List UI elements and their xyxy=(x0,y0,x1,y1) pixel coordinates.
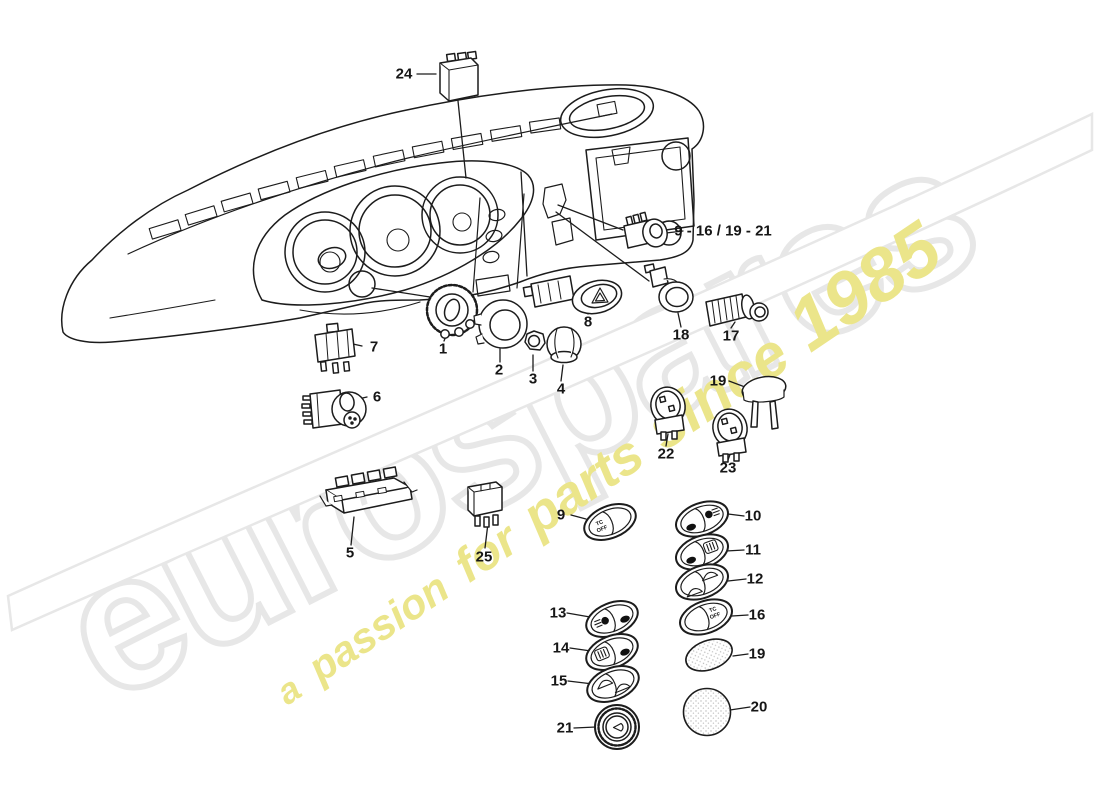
part-10-rear-fog-button xyxy=(670,493,734,545)
dot-icon xyxy=(620,615,630,623)
part-label-24: 24 xyxy=(395,65,413,83)
part-label-6: 6 xyxy=(372,388,382,406)
part-5-connector-block xyxy=(319,466,418,514)
part-18-socket-holder xyxy=(643,263,694,313)
part-20-blank-cover xyxy=(682,687,732,737)
part-label-17: 17 xyxy=(722,327,740,345)
dot-icon xyxy=(620,648,630,656)
part-25-relay xyxy=(467,481,503,528)
switch-hole xyxy=(348,270,376,298)
part-8-hazard-switch xyxy=(522,275,623,315)
part-17-cigarette-lighter xyxy=(705,293,769,327)
defroster-vent-slots xyxy=(148,117,562,240)
part-label-1: 1 xyxy=(438,340,448,358)
part-1-ignition-switch xyxy=(425,283,479,339)
part-4-knob xyxy=(546,326,582,364)
part-11-heated-window-button xyxy=(670,526,734,578)
part-label-9: 9 xyxy=(556,506,566,524)
part-label-5: 5 xyxy=(345,544,355,562)
part-3-nut xyxy=(524,330,546,351)
part-19-blank-cover xyxy=(685,638,733,672)
swoosh-band xyxy=(6,112,1094,632)
part-label-21: 21 xyxy=(556,719,574,737)
headlight-icon xyxy=(612,722,624,732)
part-label-14: 14 xyxy=(552,639,570,657)
part-label-11: 11 xyxy=(745,541,761,559)
part-7-relay xyxy=(314,322,356,374)
off-label: OFF xyxy=(596,524,609,534)
part-label-25: 25 xyxy=(475,548,493,566)
part-group-label: 9 - 16 / 19 - 21 xyxy=(674,222,772,240)
part-label-8: 8 xyxy=(583,313,593,331)
part-label-23: 23 xyxy=(719,459,737,477)
part-19-cap xyxy=(741,375,787,430)
part-9-tc-off-button: TC OFF xyxy=(577,496,643,548)
center-stack xyxy=(472,183,574,297)
dashboard-panel-drawing xyxy=(61,84,705,344)
part-label-19-top: 19 xyxy=(709,372,727,390)
part-label-3: 3 xyxy=(528,370,538,388)
part-label-18: 18 xyxy=(672,326,690,344)
hazard-triangle-icon xyxy=(591,287,609,304)
part-label-10: 10 xyxy=(744,507,762,525)
part-22-switch xyxy=(650,386,686,441)
switch-hole xyxy=(317,246,347,270)
part-13-front-fog-button xyxy=(579,593,645,645)
instrument-cluster xyxy=(252,160,535,315)
off-label: OFF xyxy=(709,611,722,621)
part-14-heated-window-button xyxy=(579,626,645,678)
part-group-switch xyxy=(623,211,668,249)
part-23-switch xyxy=(712,408,748,463)
part-label-19-bottom: 19 xyxy=(748,645,766,663)
part-label-2: 2 xyxy=(494,361,504,379)
part-label-12: 12 xyxy=(746,570,764,588)
part-label-7: 7 xyxy=(369,338,379,356)
part-21-headlight-knob xyxy=(594,704,640,750)
dot-icon xyxy=(686,556,696,564)
dot-icon xyxy=(686,523,696,531)
part-label-13: 13 xyxy=(549,604,567,622)
rear-fog-light-icon xyxy=(705,507,720,519)
dash-right-openings xyxy=(559,87,695,246)
part-6-mirror-switch xyxy=(301,389,367,429)
part-24-control-module xyxy=(439,50,479,102)
front-fog-light-icon xyxy=(594,616,609,628)
part-label-20: 20 xyxy=(750,698,768,716)
part-label-16: 16 xyxy=(748,606,766,624)
part-label-22: 22 xyxy=(657,445,675,463)
part-2-bezel-ring xyxy=(473,299,528,349)
part-label-4: 4 xyxy=(556,380,566,398)
connector-lines xyxy=(350,73,751,729)
tc-label: TC xyxy=(595,519,604,527)
tc-label: TC xyxy=(709,606,718,614)
part-label-15: 15 xyxy=(550,672,568,690)
part-16-tc-off-button: TC OFF xyxy=(674,591,738,643)
